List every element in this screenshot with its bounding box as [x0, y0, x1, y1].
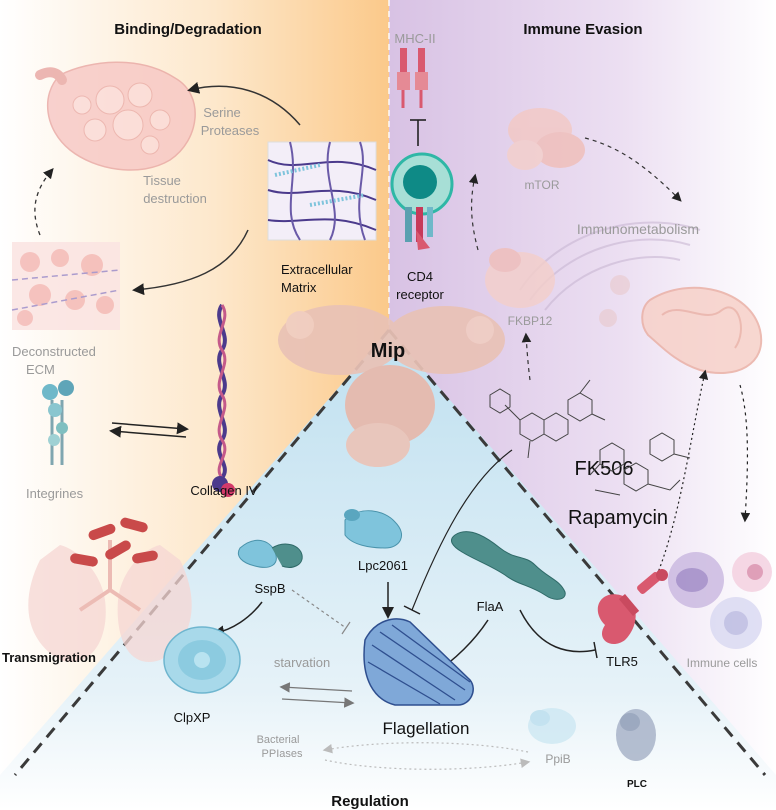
fk506-structure [489, 379, 606, 459]
tlr5-to-metabolism-arrow [654, 369, 709, 581]
ppib-label: PpiB [545, 752, 570, 766]
fk506-label: FK506 [575, 458, 634, 480]
deconstructed-ecm-image [11, 242, 121, 330]
extracellular-matrix-image [267, 141, 377, 241]
starvation-label: starvation [274, 655, 330, 670]
ppiases-to-ppib-arrow [324, 758, 531, 770]
cd4-receptor-label-1: CD4 [407, 269, 433, 284]
sspb-label: SspB [254, 581, 285, 596]
mhc-ii-illustration [397, 48, 428, 108]
collagen-to-integrine-arrow [109, 425, 187, 438]
extracellular-matrix-label-1: Extracellular [281, 262, 353, 277]
deconstructed-ecm-label-1: Deconstructed [12, 344, 96, 359]
cd4-cell-illustration [390, 152, 454, 250]
fkbp12-protein-illustration [485, 248, 555, 308]
alveoli-tissue-illustration [35, 61, 196, 171]
mtor-to-immunometabolism-arrow [584, 137, 682, 202]
mhc-ii-label: MHC-II [394, 31, 435, 46]
plc-protein-illustration [616, 709, 656, 761]
transmigration-label: Transmigration [2, 650, 96, 665]
integrine-illustration [42, 380, 74, 465]
serine-proteases-label-1: Serine [203, 105, 241, 120]
lung-bacteria-illustration [28, 540, 192, 662]
ecm-to-tissue-dashed-arrow [34, 168, 54, 236]
tissue-destruction-label-2: destruction [143, 191, 207, 206]
flaa-inhibit-tlr5-bar [593, 641, 598, 659]
left-section-title: Binding/Degradation [114, 21, 262, 38]
sspb-inhibit-flagellation-dashed [291, 589, 347, 629]
plc-label: PLC [627, 779, 647, 790]
serine-proteases-label-2: Proteases [201, 123, 260, 138]
mitochondrion-to-immune-cells-arrow [739, 384, 751, 523]
deconstructed-ecm-label-2: ECM [26, 362, 55, 377]
mtor-label: mTOR [524, 178, 559, 192]
cd4-receptor-label-2: receptor [396, 287, 444, 302]
immunometabolism-label: Immunometabolism [577, 221, 699, 237]
fkbp12-label: FKBP12 [508, 314, 553, 328]
integrines-label: Integrines [26, 486, 84, 501]
clpxp-label: ClpXP [174, 710, 211, 725]
tissue-destruction-label-1: Tissue [143, 173, 181, 188]
rapamycin-structure [589, 432, 691, 496]
clpxp-to-flagellation-arrow [281, 697, 355, 708]
integrine-to-collagen-arrow [111, 422, 189, 435]
bacterial-ppiases-label-2: PPIases [262, 748, 303, 760]
fk506-inhibit-flagellation-bar [403, 605, 421, 615]
immune-cells-label: Immune cells [687, 656, 758, 670]
sspb-inhibit-bar [341, 621, 351, 635]
flagellation-label: Flagellation [383, 719, 470, 738]
fk506-inhibit-flagellation-line [411, 449, 513, 611]
flaa-inhibit-tlr5-line [519, 609, 596, 653]
mtor-protein-illustration [507, 108, 585, 170]
lpc2061-protein-illustration [344, 509, 403, 549]
mip-label: Mip [371, 340, 405, 362]
lpc2061-label: Lpc2061 [358, 558, 408, 573]
fkbp12-to-cd4-dashed-arrow [468, 173, 479, 251]
rapamycin-label: Rapamycin [568, 507, 668, 529]
flagellation-to-clpxp-arrow [279, 682, 353, 693]
flaa-protein-illustration [451, 531, 566, 600]
bacteria-cluster [70, 517, 158, 567]
right-diagonal-divider [387, 329, 767, 776]
ppib-protein-illustration [528, 708, 576, 744]
tlr5-receptor-illustration [597, 569, 668, 645]
collagen-iv-label: Collagen IV [190, 483, 258, 498]
right-section-title: Immune Evasion [523, 21, 642, 38]
immune-cells-illustration [668, 552, 772, 649]
extracellular-matrix-label-2: Matrix [281, 280, 317, 295]
flagellation-illustration [363, 618, 474, 706]
left-diagonal-divider [13, 329, 391, 776]
bacterial-ppiases-label-1: Bacterial [257, 734, 300, 746]
fk506-to-fkbp12-arrow [521, 332, 532, 381]
flaa-label: FlaA [477, 599, 504, 614]
mip-protein-illustration [278, 305, 505, 467]
collagen-iv-illustration [212, 303, 235, 497]
mitochondrion-illustration [641, 286, 763, 375]
matrix-to-ecm-arrow [132, 229, 249, 296]
clpxp-protein-illustration [163, 626, 241, 694]
protease-to-tissue-arrow [187, 81, 301, 126]
tlr5-label: TLR5 [606, 654, 638, 669]
sspb-protein-illustration [237, 539, 303, 568]
bottom-section-title: Regulation [331, 793, 409, 810]
